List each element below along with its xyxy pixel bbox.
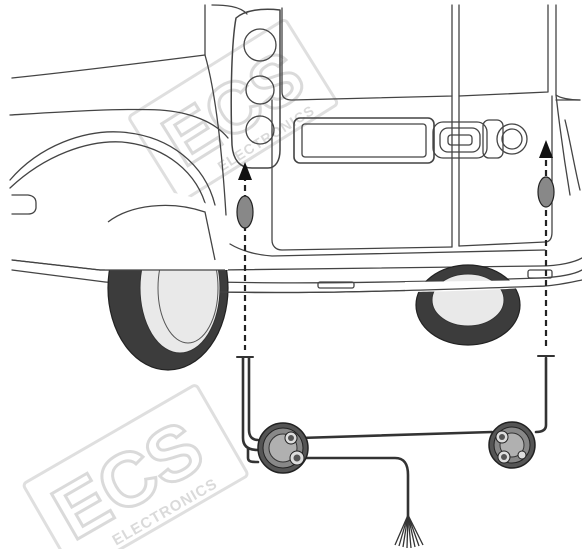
grommet-right bbox=[537, 176, 555, 208]
right-routing-arrow bbox=[537, 140, 555, 350]
side-roof-line bbox=[11, 54, 206, 79]
connector-icon bbox=[488, 421, 536, 469]
grommet-left bbox=[236, 195, 254, 229]
watermark-bottom: ECS ELECTRONICS bbox=[22, 384, 249, 549]
left-routing-arrow bbox=[236, 162, 254, 350]
lock-cylinder bbox=[496, 123, 528, 155]
arrow-up-icon bbox=[539, 140, 553, 158]
licence-plate-recess bbox=[293, 117, 435, 164]
rear-window-right bbox=[458, 4, 549, 97]
loose-wire-ends bbox=[394, 514, 424, 549]
wiring-harness bbox=[236, 355, 555, 522]
rear-window-left bbox=[281, 4, 453, 101]
rear-right-wheel bbox=[415, 264, 521, 346]
arrow-up-icon bbox=[238, 162, 252, 180]
van-outline bbox=[9, 4, 582, 294]
connector-icon bbox=[257, 422, 309, 474]
